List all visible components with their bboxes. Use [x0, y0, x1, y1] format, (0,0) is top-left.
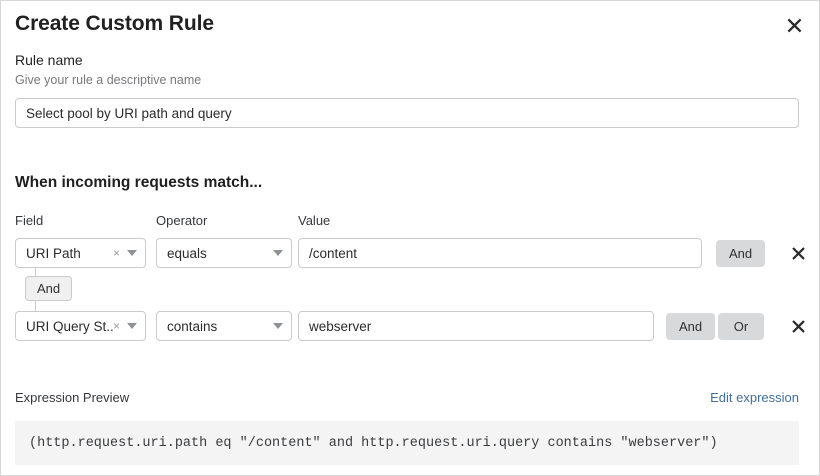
close-icon [791, 246, 805, 260]
value-input-1[interactable] [298, 238, 702, 268]
chevron-down-icon [273, 250, 283, 256]
column-header-field: Field [15, 213, 44, 228]
field-select-1[interactable]: URI Path × [15, 238, 146, 268]
match-section: When incoming requests match... Field Op… [15, 173, 807, 342]
expression-preview-header: Expression Preview Edit expression [15, 389, 799, 407]
rule-name-section: Rule name Give your rule a descriptive n… [15, 51, 799, 128]
field-select-2-value: URI Query St... [26, 318, 113, 334]
value-input-2[interactable] [298, 311, 654, 341]
expression-preview-section: Expression Preview Edit expression (http… [15, 389, 799, 465]
delete-row-button-1[interactable] [787, 242, 809, 264]
chevron-down-icon [127, 250, 137, 256]
expression-preview-title: Expression Preview [15, 390, 130, 405]
close-icon [791, 319, 805, 333]
rule-name-input[interactable] [15, 98, 799, 128]
and-button-row-1[interactable]: And [716, 240, 766, 267]
field-select-1-value: URI Path [26, 245, 81, 261]
close-icon [787, 18, 801, 32]
row-connector-and-badge[interactable]: And [25, 276, 73, 301]
operator-select-1-value: equals [167, 245, 207, 261]
clear-icon[interactable]: × [112, 246, 120, 260]
and-button-row-2[interactable]: And [666, 313, 716, 340]
chevron-down-icon [127, 323, 137, 329]
page-title: Create Custom Rule [15, 12, 214, 35]
rule-name-label: Rule name [15, 52, 83, 68]
chevron-down-icon [273, 323, 283, 329]
dialog-header: Create Custom Rule [15, 9, 805, 43]
operator-select-2-value: contains [167, 318, 218, 334]
condition-rows: URI Path × equals And And [15, 238, 807, 342]
column-header-value: Value [298, 213, 331, 228]
close-button[interactable] [783, 14, 805, 36]
rule-name-help-text: Give your rule a descriptive name [15, 73, 202, 87]
edit-expression-link[interactable]: Edit expression [710, 390, 799, 405]
expression-code-block: (http.request.uri.path eq "/content" and… [15, 421, 799, 465]
or-button-row-2[interactable]: Or [718, 313, 764, 340]
delete-row-button-2[interactable] [787, 315, 809, 337]
clear-icon[interactable]: × [112, 319, 120, 333]
match-section-heading: When incoming requests match... [15, 174, 263, 191]
operator-select-2[interactable]: contains [156, 311, 292, 341]
operator-select-1[interactable]: equals [156, 238, 292, 268]
condition-column-headers: Field Operator Value [15, 212, 807, 232]
field-select-2[interactable]: URI Query St... × [15, 311, 146, 341]
column-header-operator: Operator [156, 213, 208, 228]
